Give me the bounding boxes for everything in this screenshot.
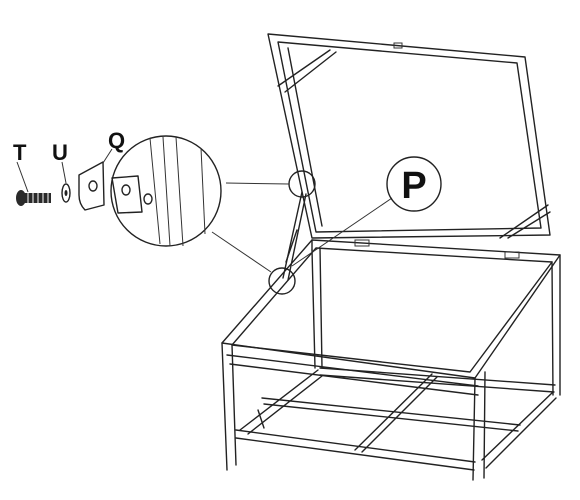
label-U: U — [52, 140, 68, 165]
plate-Q — [78, 148, 113, 211]
detail-callout — [110, 135, 393, 295]
washer-U — [61, 161, 71, 203]
label-P-circle — [386, 156, 442, 212]
hinge-detail-circle-lower — [268, 267, 296, 295]
label-P: P — [401, 165, 426, 207]
lid-frame — [267, 33, 551, 239]
magnified-hinge-circle — [110, 135, 222, 247]
lid-support-strut — [282, 191, 307, 281]
label-Q: Q — [108, 128, 125, 153]
bolt-T — [16, 161, 51, 206]
label-T: T — [13, 140, 27, 165]
base-frame — [221, 239, 561, 481]
